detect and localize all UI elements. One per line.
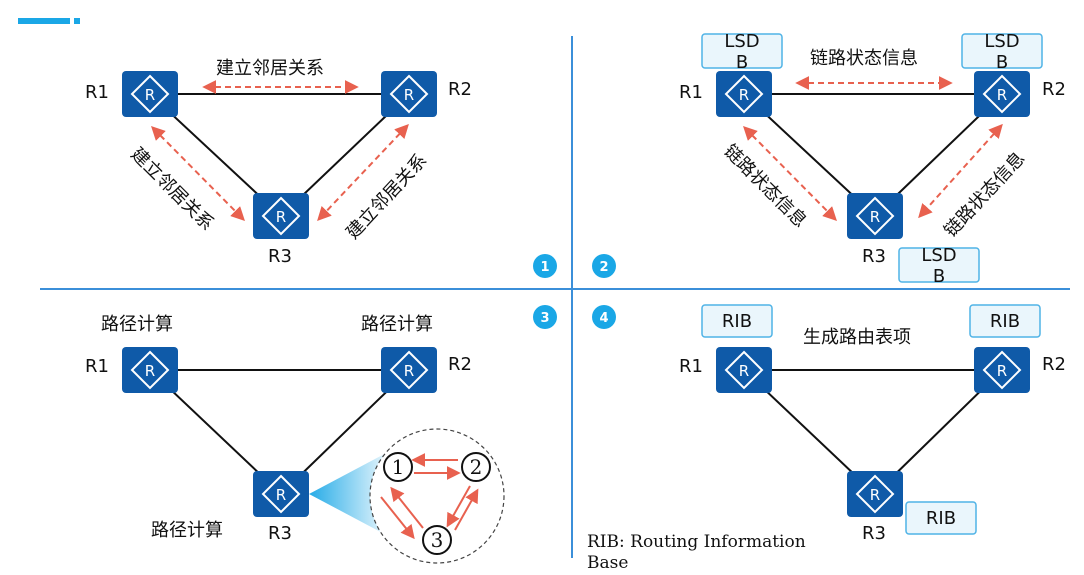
svg-text:2: 2 bbox=[599, 260, 608, 275]
calc-label-r2: 路径计算 bbox=[361, 314, 433, 335]
quadrant-route-table: R1 R2 R3 RIB RIB RIB 生成路由表项 RIB: Routing… bbox=[587, 304, 1066, 573]
svg-text:RIB: RIB bbox=[926, 508, 956, 529]
lsa-arrow-right bbox=[918, 123, 1003, 219]
lsdb-box-r2: LSD B bbox=[961, 31, 1043, 73]
rib-box-r2: RIB bbox=[969, 304, 1041, 338]
router-r3-icon bbox=[846, 192, 904, 240]
rib-box-r1: RIB bbox=[701, 304, 773, 338]
corner-decoration bbox=[18, 18, 80, 24]
calc-label-r3: 路径计算 bbox=[151, 520, 223, 541]
svg-text:RIB: RIB bbox=[722, 311, 752, 332]
router-r1-label: R1 bbox=[679, 356, 703, 377]
lsa-label-right: 链路状态信息 bbox=[940, 148, 1029, 241]
router-r1-icon bbox=[121, 346, 179, 394]
lsdb-box-r3: LSD B bbox=[898, 245, 980, 287]
lsa-label-left: 链路状态信息 bbox=[719, 141, 810, 232]
svg-text:LSD: LSD bbox=[984, 31, 1019, 52]
neighbor-label-right: 建立邻居关系 bbox=[342, 150, 431, 243]
router-r2-icon bbox=[973, 70, 1031, 118]
step-badge-3: 3 bbox=[533, 305, 557, 329]
router-r2-label: R2 bbox=[448, 79, 472, 100]
svg-text:3: 3 bbox=[540, 311, 549, 326]
step-badge-1: 1 bbox=[533, 254, 557, 278]
route-table-label: 生成路由表项 bbox=[803, 327, 911, 348]
quadrant-lsa-exchange: R1 R2 R3 LSD B LSD B LSD B 链路状态信息 链路状态信息… bbox=[679, 31, 1066, 287]
router-r1-label: R1 bbox=[679, 82, 703, 103]
router-r3-label: R3 bbox=[268, 246, 292, 267]
svg-text:B: B bbox=[736, 52, 748, 73]
router-r1-icon bbox=[715, 346, 773, 394]
step-badge-2: 2 bbox=[592, 254, 616, 278]
router-r2-label: R2 bbox=[1042, 354, 1066, 375]
router-r3-icon bbox=[252, 192, 310, 240]
lsdb-box-r1: LSD B bbox=[701, 31, 783, 73]
neighbor-arrow-left bbox=[151, 126, 245, 221]
svg-text:2: 2 bbox=[470, 455, 483, 479]
router-r1-label: R1 bbox=[85, 356, 109, 377]
svg-text:B: B bbox=[933, 266, 945, 287]
svg-text:1: 1 bbox=[540, 260, 549, 275]
router-r3-label: R3 bbox=[268, 523, 292, 544]
svg-text:4: 4 bbox=[599, 311, 608, 326]
neighbor-label-left: 建立邻居关系 bbox=[126, 144, 217, 235]
zoom-beam bbox=[309, 450, 392, 538]
neighbor-arrow-right bbox=[317, 123, 409, 222]
spf-zoom-circle: 1 2 3 bbox=[369, 428, 505, 564]
router-r3-label: R3 bbox=[862, 523, 886, 544]
svg-text:RIB: RIB bbox=[990, 311, 1020, 332]
router-r3-icon bbox=[846, 470, 904, 518]
svg-text:LSD: LSD bbox=[921, 245, 956, 266]
router-r2-label: R2 bbox=[448, 354, 472, 375]
svg-text:B: B bbox=[996, 52, 1008, 73]
lsa-arrow-left bbox=[743, 126, 837, 221]
lsa-label-top: 链路状态信息 bbox=[810, 48, 918, 69]
rib-note-line2: Base bbox=[587, 553, 628, 573]
svg-text:LSD: LSD bbox=[724, 31, 759, 52]
rib-note-line1: RIB: Routing Information bbox=[587, 532, 806, 552]
router-r3-icon bbox=[252, 470, 310, 518]
rib-box-r3: RIB bbox=[905, 501, 977, 535]
svg-text:3: 3 bbox=[431, 528, 444, 552]
calc-label-r1: 路径计算 bbox=[101, 314, 173, 335]
router-r2-icon bbox=[973, 346, 1031, 394]
router-r1-label: R1 bbox=[85, 82, 109, 103]
router-r2-label: R2 bbox=[1042, 79, 1066, 100]
router-r2-icon bbox=[380, 346, 438, 394]
quadrant-neighbor-setup: R1 R2 R3 建立邻居关系 建立邻居关系 建立邻居关系 bbox=[85, 58, 472, 267]
router-r2-icon bbox=[380, 70, 438, 118]
neighbor-label-top: 建立邻居关系 bbox=[216, 58, 324, 79]
router-r1-icon bbox=[715, 70, 773, 118]
quadrant-path-calculation: R1 R2 R3 路径计算 路径计算 路径计算 1 2 3 bbox=[85, 314, 505, 564]
router-r1-icon bbox=[121, 70, 179, 118]
router-r3-label: R3 bbox=[862, 246, 886, 267]
step-badge-4: 4 bbox=[592, 305, 616, 329]
svg-text:1: 1 bbox=[392, 455, 405, 479]
